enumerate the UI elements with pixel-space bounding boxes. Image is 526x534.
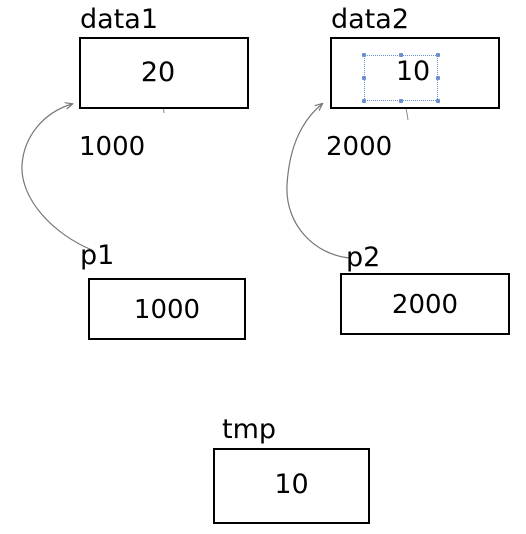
tmp-label: tmp xyxy=(222,414,277,445)
selection-handle xyxy=(362,99,366,103)
tmp-box: 10 xyxy=(213,448,370,524)
data2-selection-frame xyxy=(364,55,438,101)
data1-address: 1000 xyxy=(79,132,146,162)
data2-box: 10 xyxy=(330,37,500,109)
selection-handle xyxy=(399,53,403,57)
data1-box: 20 xyxy=(79,37,249,109)
selection-handle xyxy=(436,76,440,80)
data2-address: 2000 xyxy=(326,132,393,162)
data1-value: 20 xyxy=(140,56,176,88)
p1-label: p1 xyxy=(80,240,115,271)
selection-handle xyxy=(362,53,366,57)
p2-box: 2000 xyxy=(340,273,510,335)
data2-label: data2 xyxy=(331,4,409,35)
selection-handle xyxy=(436,53,440,57)
arrow-p2-to-data2 xyxy=(286,104,351,259)
selection-handle xyxy=(399,99,403,103)
p2-label: p2 xyxy=(346,242,381,273)
data1-label: data1 xyxy=(80,4,158,35)
p1-value: 1000 xyxy=(133,295,201,325)
arrow-p1-to-data1 xyxy=(21,104,93,251)
selection-handle xyxy=(362,76,366,80)
selection-handle xyxy=(436,99,440,103)
p1-box: 1000 xyxy=(88,278,246,340)
tmp-value: 10 xyxy=(274,468,309,500)
p2-value: 2000 xyxy=(391,290,459,320)
data2-value: 10 xyxy=(395,55,431,87)
